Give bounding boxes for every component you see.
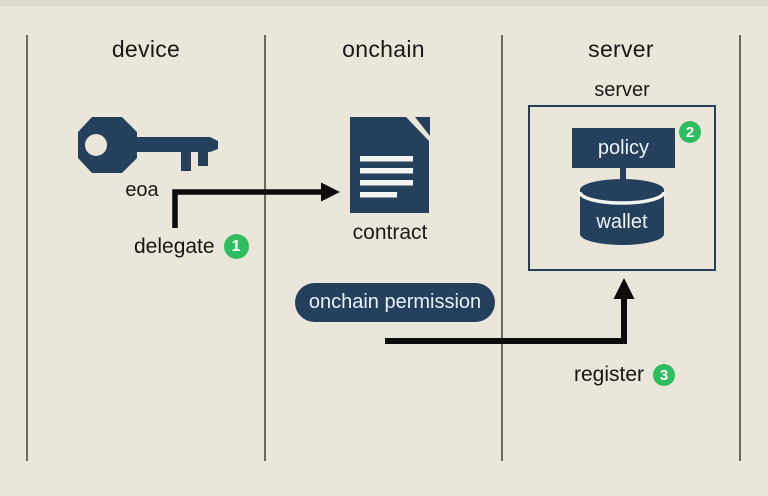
delegate-arrow-icon — [172, 182, 340, 228]
key-icon — [78, 117, 218, 173]
column-separator-right — [739, 35, 741, 461]
policy-label: policy — [597, 136, 650, 159]
column-separator-left — [26, 35, 28, 461]
step-badge-1: 1 — [223, 234, 249, 259]
column-separator-device-onchain — [264, 35, 266, 461]
delegate-step: delegate 1 — [134, 234, 249, 259]
server-box — [528, 105, 716, 271]
contract-label: contract — [352, 221, 428, 244]
policy-box: policy — [572, 128, 675, 168]
onchain-permission-label: onchain permission — [308, 291, 482, 313]
column-header-server: server — [588, 36, 654, 62]
delegate-label: delegate — [134, 234, 215, 258]
column-header-device: device — [111, 36, 181, 62]
column-header-onchain: onchain — [342, 36, 425, 62]
step-badge-2: 2 — [679, 121, 701, 143]
register-step: register 3 — [574, 363, 676, 387]
step-badge-3: 3 — [653, 364, 676, 386]
contract-icon — [350, 117, 430, 213]
wallet-label: wallet — [596, 211, 648, 233]
server-inner-label: server — [594, 79, 650, 101]
column-separator-onchain-server — [501, 35, 503, 461]
onchain-permission-pill: onchain permission — [295, 283, 495, 322]
eoa-label: eoa — [125, 179, 159, 201]
policy-wallet-connector — [620, 166, 626, 182]
register-label: register — [574, 363, 645, 386]
wallet-db-icon — [578, 179, 666, 245]
